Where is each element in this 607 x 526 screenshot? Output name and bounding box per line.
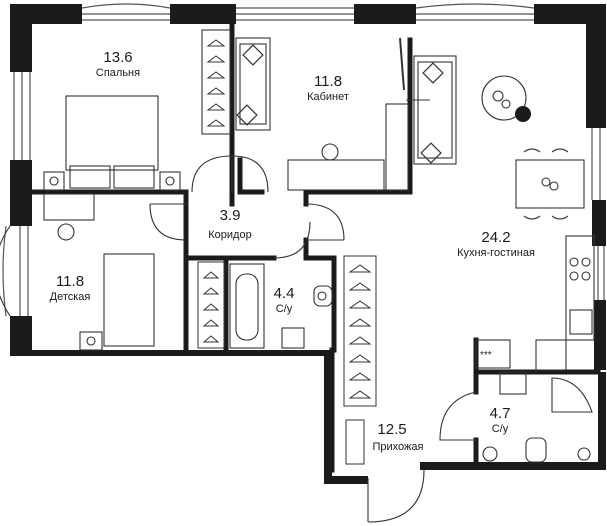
room-labels: 13.6 Спальня 11.8 Кабинет 3.9 Коридор 24… <box>50 49 535 453</box>
bedroom-furniture <box>43 29 231 191</box>
outer-walls <box>10 4 606 484</box>
label-study: Кабинет <box>307 91 349 103</box>
double-bed <box>65 95 159 171</box>
label-kids-room: Детская <box>50 291 91 303</box>
area-kitchen-living: 24.2 <box>481 229 510 246</box>
label-kitchen-living: Кухня-гостиная <box>457 247 535 259</box>
wardrobe-hallway <box>343 255 377 465</box>
hangers-bedroom-icon <box>206 39 226 127</box>
dining-table <box>515 159 585 209</box>
bathtub <box>229 263 265 349</box>
area-corridor: 3.9 <box>220 207 241 224</box>
shower <box>551 377 593 413</box>
sofa-study <box>235 37 271 131</box>
toilet-1 <box>313 285 333 307</box>
round-table <box>481 75 527 121</box>
label-bedroom: Спальня <box>96 67 140 79</box>
study-furniture <box>235 37 409 191</box>
wardrobe-bedroom <box>201 29 231 135</box>
kitchen-counter <box>565 235 595 341</box>
bathroom-2-fixtures <box>482 371 593 463</box>
sofa-living <box>413 55 457 165</box>
area-kids-room: 11.8 <box>56 273 84 290</box>
bathroom-1-fixtures <box>229 263 333 349</box>
area-bathroom-2: 4.7 <box>490 405 511 422</box>
sink-2 <box>499 371 527 395</box>
living-furniture <box>413 55 595 371</box>
cushion-icons <box>236 44 444 164</box>
kids-furniture <box>43 193 155 351</box>
wardrobe-corridor <box>197 261 225 349</box>
desk-study <box>287 159 385 191</box>
toilet-2 <box>525 437 547 463</box>
area-bathroom-1: 4.4 <box>274 285 295 302</box>
area-study: 11.8 <box>314 73 342 90</box>
washer-label: *** <box>480 350 492 361</box>
door-swings <box>0 99 477 523</box>
label-bathroom-1: С/у <box>276 303 293 315</box>
label-corridor: Коридор <box>208 229 251 241</box>
single-bed <box>103 253 155 347</box>
area-bedroom: 13.6 <box>103 49 132 66</box>
sink-1 <box>281 327 305 349</box>
area-hallway: 12.5 <box>377 421 406 438</box>
label-bathroom-2: С/у <box>492 423 509 435</box>
label-hallway: Прихожая <box>373 441 424 453</box>
